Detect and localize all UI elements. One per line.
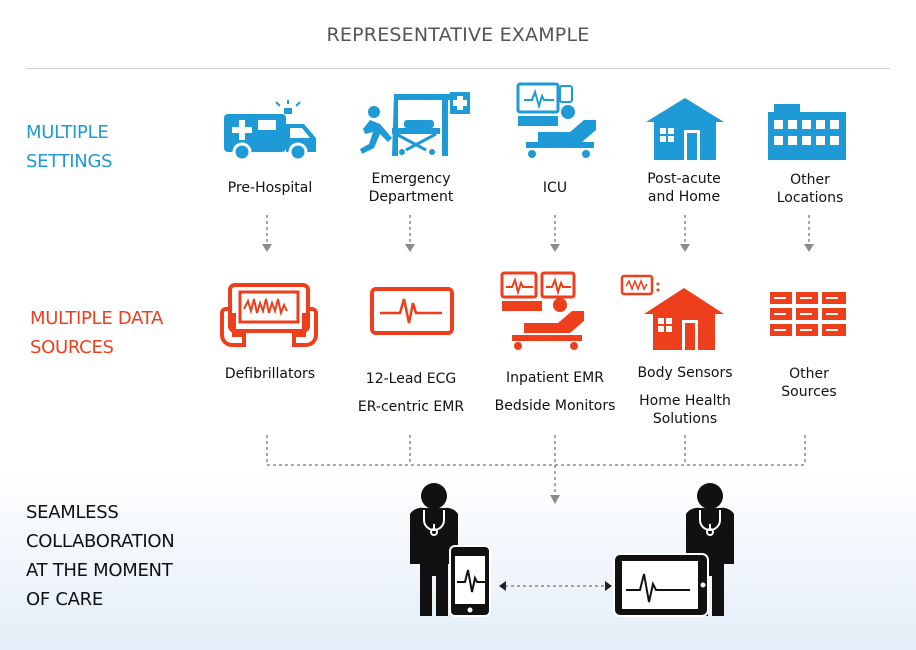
arrow-head	[680, 244, 690, 252]
collaboration-heading-line: SEAMLESS	[26, 502, 119, 523]
building-icon	[768, 104, 846, 160]
sources-heading-line: SOURCES	[30, 337, 114, 358]
collaboration-heading-line: AT THE MOMENT	[26, 560, 173, 581]
setting-label-line: Pre-Hospital	[227, 180, 313, 196]
setting-label-line: ICU	[542, 180, 568, 196]
source-label-ecg: 12-Lead ECG ER-centric EMR	[341, 365, 481, 421]
arrow-head	[405, 244, 415, 252]
arrow-head	[804, 244, 814, 252]
source-label-line: Solutions	[652, 411, 718, 427]
source-label-line: Sources	[781, 384, 837, 400]
setting-label-line: Department	[368, 189, 454, 205]
source-label-line: Body Sensors	[637, 365, 733, 381]
defibrillator-icon	[220, 283, 318, 347]
ambulance-icon	[224, 100, 316, 162]
ecg-monitor-icon	[370, 287, 454, 335]
source-label-inpatient: Inpatient EMR Bedside Monitors	[485, 364, 625, 420]
house-icon	[646, 98, 724, 160]
collaboration-heading-line: COLLABORATION	[26, 531, 175, 552]
source-label-body-sensors: Body Sensors Home Health Solutions	[615, 364, 755, 428]
sources-heading: MULTIPLE DATA SOURCES	[30, 304, 163, 362]
emergency-stretcher-icon	[360, 92, 470, 156]
collaboration-heading-line: OF CARE	[26, 589, 103, 610]
settings-heading-line: MULTIPLE	[26, 122, 109, 143]
setting-label-icu: ICU	[485, 179, 625, 197]
doctor-with-phone-icon	[410, 483, 491, 617]
setting-label-emergency: Emergency Department	[341, 170, 481, 206]
doctor-with-tablet-icon	[613, 483, 734, 617]
setting-label-post-acute: Post-acute and Home	[614, 170, 754, 206]
setting-label-line: Emergency	[371, 171, 451, 187]
title-divider	[26, 68, 890, 69]
source-label-line: Inpatient EMR	[506, 370, 604, 386]
setting-label-line: Locations	[776, 190, 844, 206]
collaboration-heading: SEAMLESS COLLABORATION AT THE MOMENT OF …	[26, 498, 175, 614]
source-label-other-sources: Other Sources	[739, 365, 879, 401]
setting-label-other-locations: Other Locations	[740, 171, 880, 207]
arrow-head	[499, 581, 506, 591]
source-label-line: Defibrillators	[224, 366, 316, 382]
arrow-head	[262, 244, 272, 252]
diagram-title: REPRESENTATIVE EXAMPLE	[326, 24, 590, 46]
source-label-line: Home Health	[639, 393, 731, 409]
arrow-head	[550, 495, 560, 504]
home-sensor-icon	[620, 274, 724, 350]
settings-heading: MULTIPLE SETTINGS	[26, 118, 113, 176]
settings-heading-line: SETTINGS	[26, 151, 113, 172]
setting-label-pre-hospital: Pre-Hospital	[200, 179, 340, 197]
source-label-line: Other	[789, 366, 829, 382]
source-label-line: Bedside Monitors	[494, 398, 616, 414]
arrow-head	[550, 244, 560, 252]
source-label-line: ER-centric EMR	[357, 399, 465, 415]
setting-label-line: Post-acute	[647, 171, 721, 187]
source-label-line: 12-Lead ECG	[365, 371, 457, 387]
bedside-monitor-icon	[500, 271, 584, 350]
source-label-defibrillators: Defibrillators	[200, 365, 340, 383]
arrow-head	[605, 581, 612, 591]
setting-label-line: and Home	[647, 189, 721, 205]
icu-bed-icon	[516, 82, 596, 158]
sources-heading-line: MULTIPLE DATA	[30, 308, 164, 329]
server-rack-icon	[770, 292, 846, 336]
setting-label-line: Other	[790, 172, 830, 188]
